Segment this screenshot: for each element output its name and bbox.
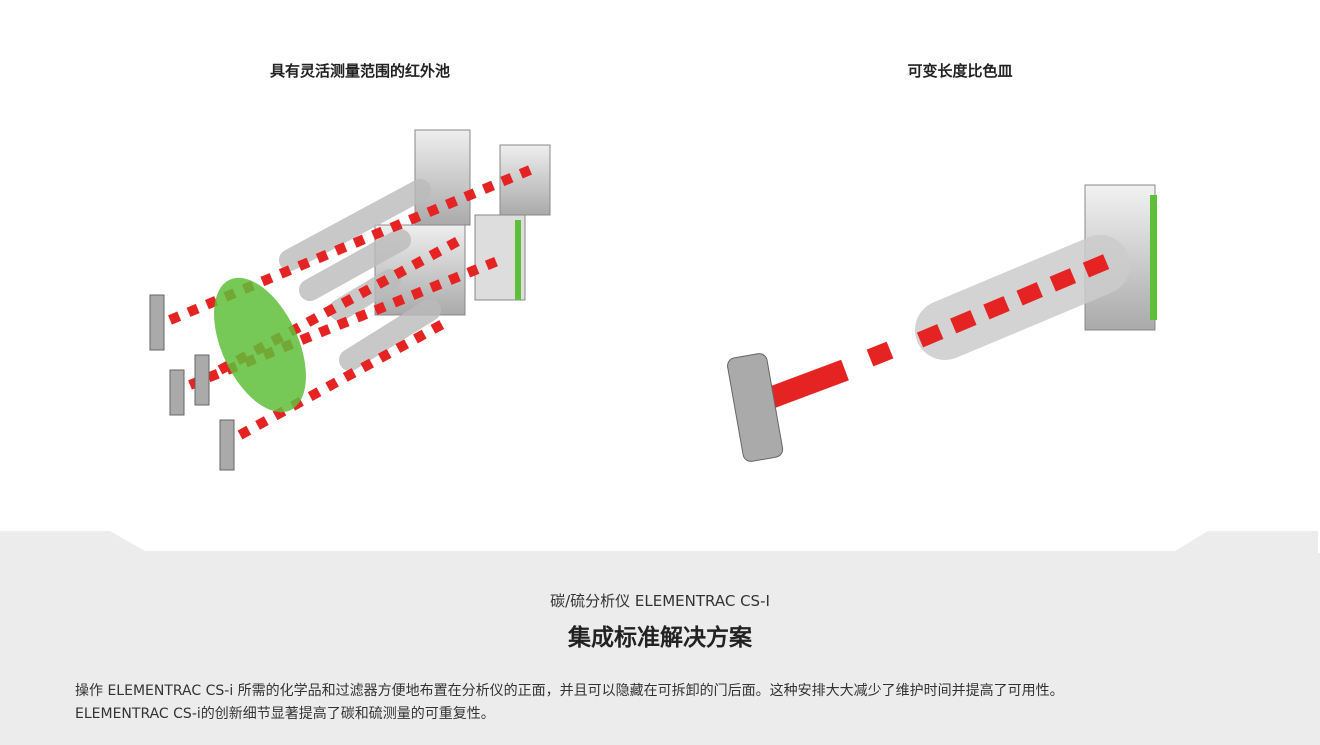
paragraph-2: ELEMENTRAC CS-i的创新细节显著提高了碳和硫测量的可重复性。 — [75, 706, 495, 722]
section-notch-divider — [110, 531, 1320, 553]
variable-length-cuvette-illustration — [727, 184, 1157, 462]
section-title: 集成标准解决方案 — [568, 625, 752, 651]
section-subtitle: 碳/硫分析仪 ELEMENTRAC CS-I — [550, 592, 770, 610]
infrared-cell-multi-illustration — [149, 129, 551, 471]
paragraph-1: 操作 ELEMENTRAC CS-i 所需的化学品和过滤器方便地布置在分析仪的正… — [75, 683, 1064, 699]
figure-caption-infrared-cell: 具有灵活测量范围的红外池 — [269, 62, 450, 80]
section-body: 操作 ELEMENTRAC CS-i 所需的化学品和过滤器方便地布置在分析仪的正… — [75, 680, 1255, 726]
info-section — [0, 531, 1320, 745]
figure-caption-cuvette: 可变长度比色皿 — [907, 62, 1013, 80]
